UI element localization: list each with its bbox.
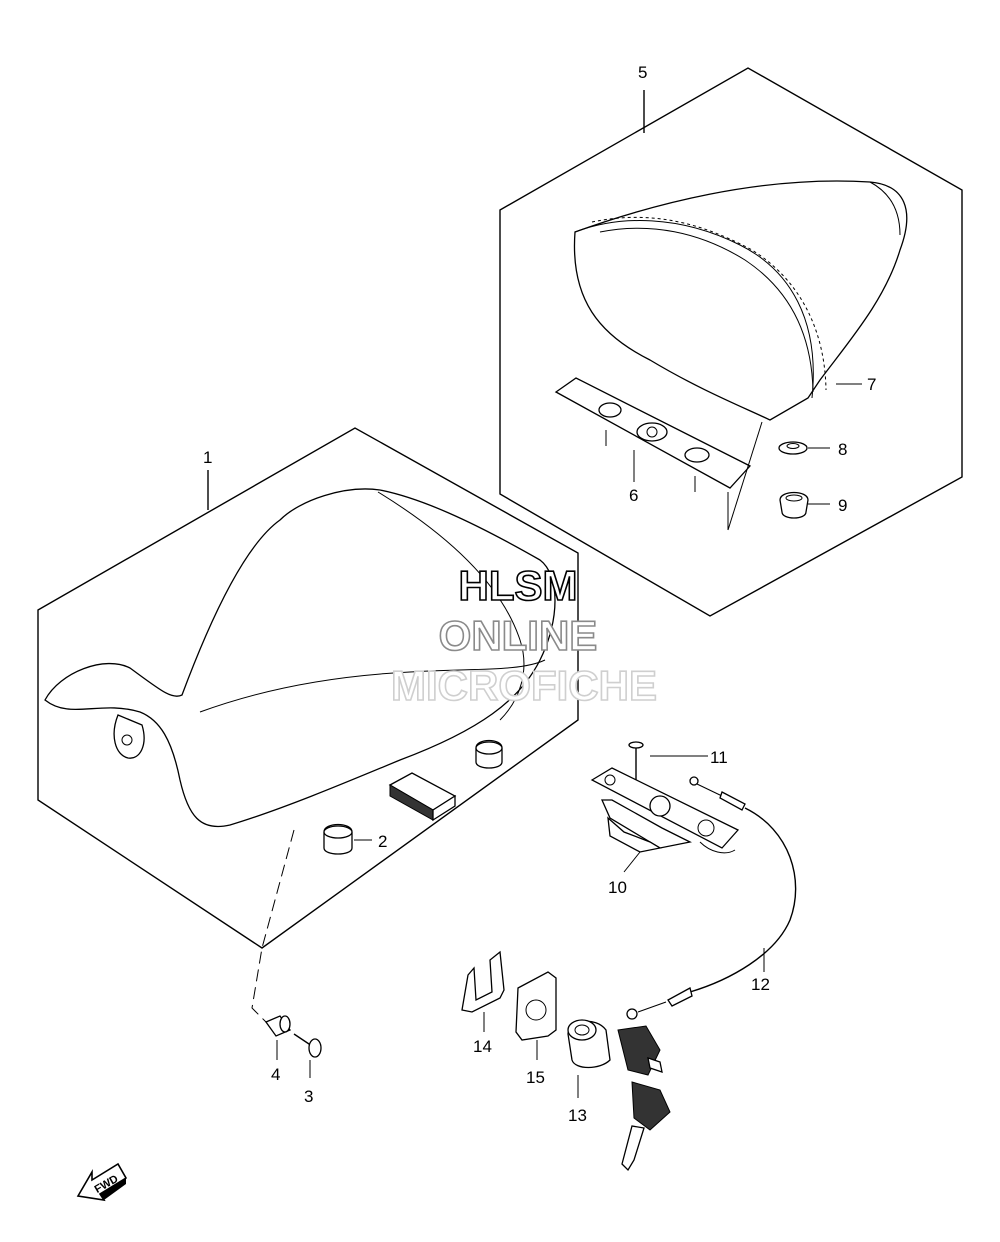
callout-6: 6 bbox=[629, 486, 638, 505]
cushion-part-2 bbox=[323, 739, 503, 855]
watermark: HLSM ONLINE MICROFICHE bbox=[390, 561, 658, 710]
front-seat bbox=[44, 488, 556, 828]
watermark-line-2: ONLINE bbox=[439, 612, 598, 659]
rear-seat-bracket bbox=[554, 377, 763, 531]
screw-part-11 bbox=[628, 741, 708, 780]
watermark-line-3: MICROFICHE bbox=[391, 662, 657, 709]
guide-line bbox=[251, 829, 295, 1023]
washer-part-8 bbox=[778, 441, 830, 455]
fwd-arrow-icon: FWD bbox=[76, 1162, 128, 1202]
callout-10: 10 bbox=[608, 878, 627, 897]
callout-5: 5 bbox=[638, 63, 647, 82]
cable-part-12 bbox=[626, 776, 797, 1020]
callout-15: 15 bbox=[526, 1068, 545, 1087]
lock-set-part-13 bbox=[567, 1019, 671, 1172]
callout-2: 2 bbox=[378, 832, 387, 851]
callout-14: 14 bbox=[473, 1037, 492, 1056]
callout-4: 4 bbox=[271, 1065, 280, 1084]
rear-seat-cushion bbox=[573, 180, 908, 421]
seat-latch-part-10 bbox=[590, 767, 740, 873]
callout-9: 9 bbox=[838, 496, 847, 515]
callout-1: 1 bbox=[203, 448, 212, 467]
watermark-line-1: HLSM bbox=[459, 562, 578, 609]
cushion-part-9 bbox=[779, 491, 830, 519]
plate-part-15 bbox=[515, 971, 557, 1060]
callout-8: 8 bbox=[838, 440, 847, 459]
bolt-part-3 bbox=[293, 1033, 322, 1078]
seat-pad bbox=[388, 772, 457, 822]
callout-11: 11 bbox=[710, 748, 728, 767]
callout-13: 13 bbox=[568, 1106, 587, 1125]
rear-seat-group-box bbox=[499, 67, 963, 617]
collar-part-4 bbox=[265, 1015, 291, 1060]
callout-7: 7 bbox=[867, 375, 876, 394]
bracket-part-14 bbox=[461, 950, 505, 1032]
callout-12: 12 bbox=[751, 975, 770, 994]
front-seat-group-box bbox=[37, 427, 579, 949]
callout-3: 3 bbox=[304, 1087, 313, 1106]
